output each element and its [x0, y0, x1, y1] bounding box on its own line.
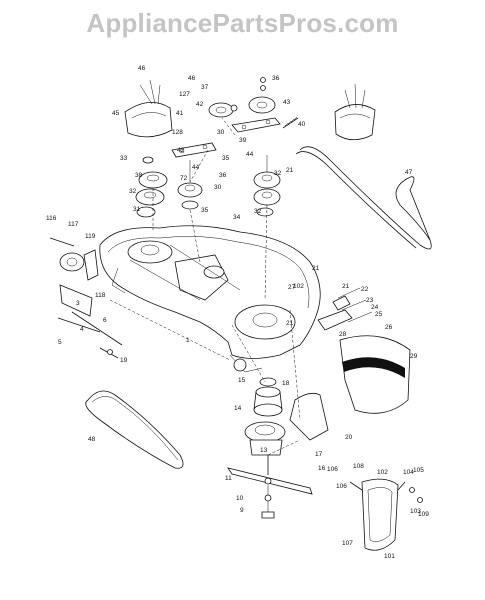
- deck-drive-belt: [295, 146, 432, 250]
- part-number-callout: 38: [135, 172, 143, 179]
- part-number-callout: 102: [377, 469, 388, 476]
- part-number-callout: 42: [177, 147, 185, 154]
- part-number-callout: 6: [103, 317, 107, 324]
- part-number-callout: 40: [298, 121, 306, 128]
- part-number-callout: 106: [327, 466, 338, 473]
- part-number-callout: 101: [384, 553, 395, 560]
- part-number-callout: 46: [188, 75, 196, 82]
- part-number-callout: 34: [233, 214, 241, 221]
- part-number-callout: 32: [274, 170, 282, 177]
- right-spindle-pulley-stack: [253, 155, 281, 217]
- part-number-callout: 47: [405, 169, 413, 176]
- part-number-callout: 36: [219, 172, 227, 179]
- deck-gauge-wheel: [49, 237, 99, 281]
- part-number-callout: 9: [240, 507, 244, 514]
- part-number-callout: 10: [236, 495, 244, 502]
- part-number-callout: 11: [225, 475, 232, 482]
- part-number-callout: 118: [95, 292, 106, 299]
- mower-deck-housing: [99, 225, 321, 373]
- part-number-callout: 21: [342, 283, 350, 290]
- part-number-callout: 16: [318, 465, 326, 472]
- part-number-callout: 102: [293, 283, 304, 290]
- part-number-callout: 4: [80, 326, 84, 333]
- watermark-logo: AppliancePartsPros.com: [86, 8, 399, 38]
- part-number-callout: 44: [246, 151, 254, 158]
- part-number-callout: 17: [315, 451, 323, 458]
- part-number-callout: 15: [238, 377, 246, 384]
- part-number-callout: 107: [342, 540, 353, 547]
- part-number-callout: 14: [234, 405, 242, 412]
- part-number-callout: 29: [410, 353, 418, 360]
- part-number-callout: 5: [58, 339, 62, 346]
- deck-hanger-bracket: [57, 284, 123, 359]
- part-number-callout: 21: [286, 167, 294, 174]
- part-number-callout: 37: [201, 84, 209, 91]
- left-spindle-pulley-stack: [135, 156, 168, 218]
- mower-blade: [227, 467, 313, 519]
- part-number-callout: 1: [186, 337, 190, 344]
- part-number-callout: 25: [375, 311, 383, 318]
- part-number-callout: 3: [76, 300, 80, 307]
- part-number-callout: 35: [201, 207, 209, 214]
- part-number-callout: 45: [112, 110, 120, 117]
- center-spindle-pulley-stack: [177, 160, 203, 210]
- part-number-callout: 30: [217, 129, 225, 136]
- part-number-callout: 28: [339, 331, 347, 338]
- part-number-callout: 18: [282, 380, 290, 387]
- idler-brackets: [171, 116, 299, 158]
- blade-drive-belt: [85, 390, 184, 469]
- part-number-callout: 21: [312, 265, 320, 272]
- part-number-callout: 105: [413, 467, 424, 474]
- part-number-callout: 104: [403, 469, 414, 476]
- part-number-callout: 127: [179, 91, 190, 98]
- part-number-callout: 30: [214, 184, 222, 191]
- part-number-callout: 32: [254, 208, 262, 215]
- discharge-chute: [317, 287, 411, 414]
- part-number-callout: 108: [353, 463, 364, 470]
- part-number-callout: 39: [239, 137, 247, 144]
- part-number-callout: 21: [286, 320, 294, 327]
- part-number-callout: 48: [88, 436, 96, 443]
- part-number-callout: 128: [172, 129, 183, 136]
- part-number-callout: 41: [176, 110, 184, 117]
- part-number-callout: 103: [410, 508, 421, 515]
- idler-pulleys: [208, 77, 276, 118]
- part-number-callout: 116: [46, 215, 57, 222]
- part-number-callout: 72: [180, 175, 188, 182]
- part-number-callout: 27: [288, 284, 296, 291]
- left-pulley-cover: [124, 79, 173, 138]
- part-number-callout: 119: [85, 233, 96, 240]
- part-number-callout: 35: [222, 155, 230, 162]
- part-number-callout: 24: [371, 304, 379, 311]
- part-number-callout: 36: [272, 75, 280, 82]
- part-number-callout: 33: [120, 155, 128, 162]
- part-number-callout: 44: [192, 164, 200, 171]
- part-number-callout: 106: [336, 483, 347, 490]
- deck-baffle: [267, 392, 329, 456]
- assembly-leader-lines: [109, 117, 301, 421]
- part-number-callout: 117: [68, 221, 79, 228]
- part-number-callout: 23: [366, 297, 374, 304]
- mulch-kit-cover: [349, 478, 423, 551]
- part-number-callout: 20: [345, 434, 353, 441]
- part-number-callout: 32: [129, 188, 137, 195]
- part-number-callout: 43: [283, 99, 291, 106]
- part-number-callout: 42: [196, 101, 204, 108]
- part-number-callout: 26: [385, 324, 393, 331]
- right-pulley-cover: [334, 83, 376, 141]
- part-number-callout: 31: [133, 206, 141, 213]
- part-number-callout: 46: [138, 65, 146, 72]
- part-number-callout: 19: [120, 357, 128, 364]
- part-number-callout: 13: [260, 447, 268, 454]
- part-number-callout: 22: [361, 286, 369, 293]
- part-number-callout: 109: [418, 511, 429, 518]
- blade-spindle-assembly: [244, 377, 286, 475]
